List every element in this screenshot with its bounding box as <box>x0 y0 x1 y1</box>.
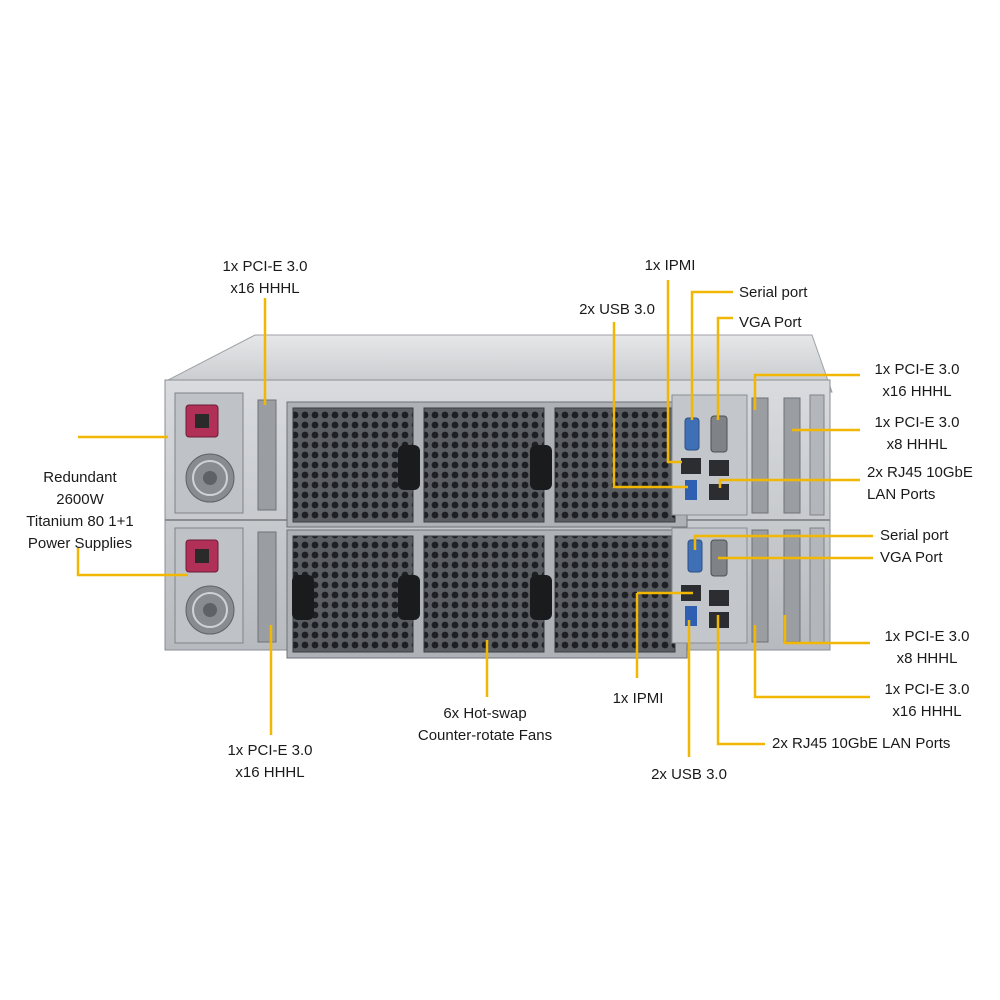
label-fans: 6x Hot-swap Counter-rotate Fans <box>417 705 553 744</box>
label-usb-top: 2x USB 3.0 <box>579 301 655 318</box>
fan-row-bottom <box>286 529 688 659</box>
label-serial-bottom: Serial port <box>880 527 949 544</box>
usb-port-icon <box>685 480 697 500</box>
pcie-slot-icon <box>783 397 801 514</box>
label-pcie-bottom-left: 1x PCI-E 3.0 x16 HHHL <box>227 742 313 781</box>
leader-lines <box>76 280 873 757</box>
label-pcie-top-right-x16: 1x PCI-E 3.0 x16 HHHL <box>874 361 960 400</box>
chassis-fan-icon <box>423 407 545 523</box>
pcie-slot-icon <box>751 397 769 514</box>
psu-2 <box>174 527 244 644</box>
label-ipmi-bottom: 1x IPMI <box>612 690 664 707</box>
pcie-slot-icon <box>783 529 801 643</box>
label-pcie-bottom-right-x8: 1x PCI-E 3.0 x8 HHHL <box>884 628 970 667</box>
psu-fan-icon <box>185 453 235 503</box>
label-usb-bottom: 2x USB 3.0 <box>651 766 727 783</box>
serial-port-icon <box>684 417 700 451</box>
label-rj45-top: 2x RJ45 10GbE LAN Ports <box>867 464 973 503</box>
label-vga-bottom: VGA Port <box>880 549 943 566</box>
rj45-port-icon <box>681 458 701 474</box>
pcie-slot-icon <box>257 531 277 643</box>
label-vga-top: VGA Port <box>739 314 802 331</box>
rj45-port-icon <box>709 460 729 476</box>
label-ipmi-top: 1x IPMI <box>644 257 696 274</box>
label-psu: Redundant 2600W Titanium 80 1+1 Power Su… <box>26 469 134 552</box>
label-serial-top: Serial port <box>739 284 808 301</box>
pcie-slot-icon <box>257 399 277 511</box>
psu-fan-icon <box>185 585 235 635</box>
usb-port-icon <box>685 606 697 626</box>
label-rj45-bottom: 2x RJ45 10GbE LAN Ports <box>772 735 951 752</box>
psu-1 <box>174 392 244 514</box>
rj45-port-icon <box>709 484 729 500</box>
rj45-port-icon <box>709 590 729 606</box>
fan-row-top <box>286 401 688 528</box>
label-pcie-top-right-x8: 1x PCI-E 3.0 x8 HHHL <box>874 414 960 453</box>
io-panel-top <box>671 394 825 516</box>
label-pcie-bottom-right-x16: 1x PCI-E 3.0 x16 HHHL <box>884 681 970 720</box>
vga-port-icon <box>710 415 728 453</box>
chassis-fan-icon <box>292 407 414 523</box>
chassis-fan-icon <box>423 535 545 653</box>
label-pcie-top-left: 1x PCI-E 3.0 x16 HHHL <box>222 258 308 297</box>
